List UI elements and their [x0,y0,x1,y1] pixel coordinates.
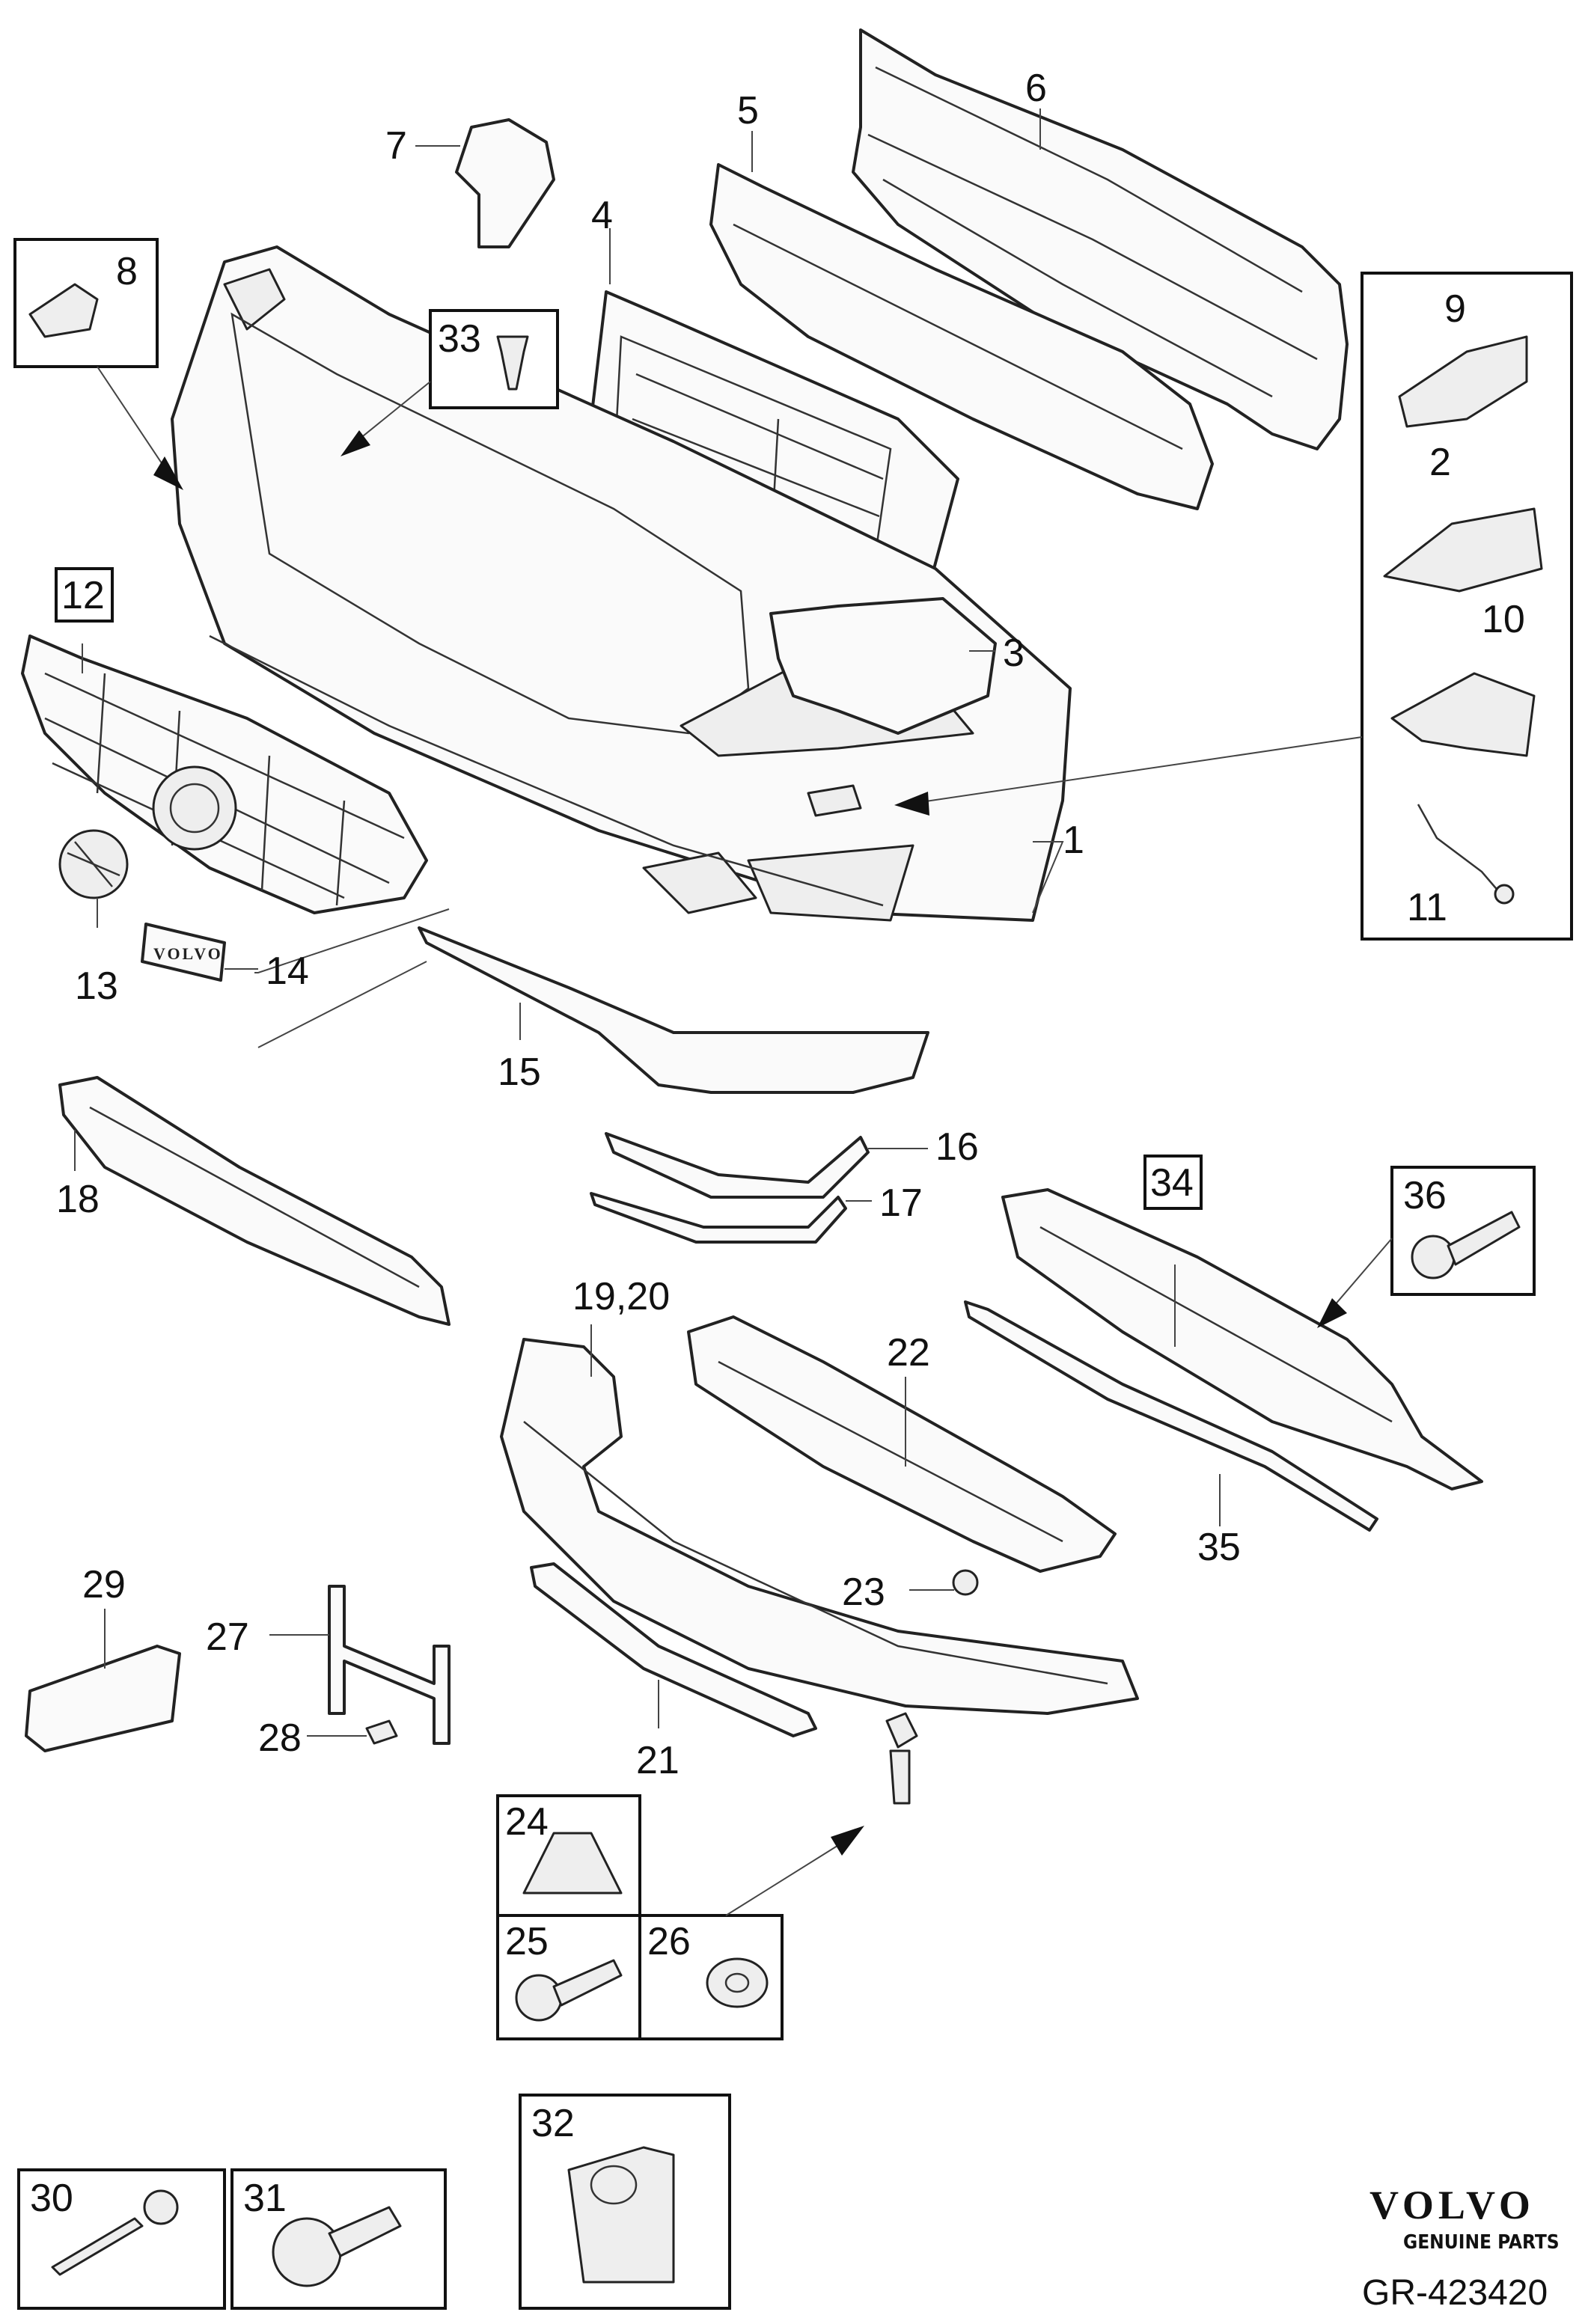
label-13: 13 [75,964,118,1008]
label-32: 32 [531,2102,575,2145]
label-18: 18 [56,1178,100,1221]
label-3: 3 [1003,632,1024,675]
part-13-emblem [58,829,129,899]
box-part-32: 32 [519,2094,731,2310]
label-30: 30 [30,2177,73,2220]
label-28: 28 [258,1716,302,1760]
part-12-grille [21,634,428,914]
label-19-20: 19,20 [572,1275,670,1318]
label-33: 33 [438,317,481,361]
label-35: 35 [1197,1526,1241,1569]
leader-8 [97,366,173,480]
part-18-spoiler [58,1076,451,1326]
label-10: 10 [1482,598,1525,641]
part-23-clip [952,1569,979,1596]
part-35-strip [964,1300,1378,1532]
part-3-side-bracket [769,597,997,735]
part-29-plate [25,1645,181,1752]
label-8: 8 [116,250,138,293]
label-22: 22 [887,1331,930,1374]
part-5-energy-absorber [709,163,1214,510]
box-parts-9-2-10-11: 9 2 10 11 [1361,272,1573,941]
part-22-bracket [687,1315,1117,1573]
part-7-bracket [455,118,555,248]
label-16: 16 [935,1125,979,1169]
label-11: 11 [1407,886,1447,929]
label-9: 9 [1444,287,1466,331]
brand-tagline: GENUINE PARTS [1403,2231,1560,2254]
part-21-strip [530,1562,817,1737]
label-14: 14 [266,950,309,993]
clip-fastener [885,1712,918,1805]
label-5: 5 [737,89,759,132]
label-27: 27 [206,1615,249,1659]
box-part-8: 8 [13,238,159,368]
part-27-bracket [328,1585,451,1745]
arrow-box-1 [894,792,929,816]
box-part-25: 25 [496,1914,641,2040]
box-part-31: 31 [230,2168,447,2310]
part-17-trim-strip [590,1192,847,1244]
part-14-badge: VOLVO [141,923,226,982]
arrow-25-26 [831,1826,864,1856]
label-1: 1 [1063,819,1084,862]
label-6: 6 [1025,67,1047,110]
box-label-12: 12 [55,567,114,623]
label-12: 12 [61,574,105,617]
box-part-24: 24 [496,1794,641,1917]
label-4: 4 [591,194,613,237]
label-36: 36 [1403,1174,1447,1217]
part-16-trim-strip [605,1132,870,1199]
leader-lines [74,108,1221,1737]
brand-block: VOLVO GENUINE PARTS GR-423420 [1362,2183,1560,2313]
label-7: 7 [385,124,407,168]
part-15-lower-trim [418,926,929,1094]
label-21: 21 [636,1739,680,1782]
box-part-36: 36 [1390,1166,1536,1296]
label-29: 29 [82,1563,126,1606]
label-26: 26 [647,1920,691,1963]
label-23: 23 [842,1571,885,1614]
label-25: 25 [505,1920,549,1963]
box-part-30: 30 [17,2168,226,2310]
leader-33 [351,381,431,446]
part-6-reinforcement-beam [852,28,1349,450]
label-31: 31 [243,2177,287,2220]
part-28-screw [365,1719,398,1745]
leader-25-26 [725,1840,846,1916]
brand-logo: VOLVO [1369,2183,1535,2227]
arrow-36 [1317,1298,1347,1328]
arrow-33 [341,430,370,456]
diagram-reference: GR-423420 [1362,2273,1548,2313]
label-17: 17 [879,1181,923,1225]
box-label-34: 34 [1143,1155,1203,1210]
part-number-labels: 7 4 5 6 3 1 13 14 15 16 17 18 19,20 22 2… [56,67,1241,1782]
box-part-33: 33 [429,309,559,409]
leader-box-1 [905,736,1363,805]
badge-text: VOLVO [153,944,223,963]
arrow-8 [153,456,183,490]
box-part-26: 26 [638,1914,784,2040]
label-34: 34 [1150,1161,1194,1205]
label-15: 15 [498,1051,541,1094]
label-24: 24 [505,1800,549,1844]
part-19-20-undertray [500,1338,1139,1715]
label-2: 2 [1429,441,1451,484]
part-34-lower-cover [1001,1188,1483,1490]
